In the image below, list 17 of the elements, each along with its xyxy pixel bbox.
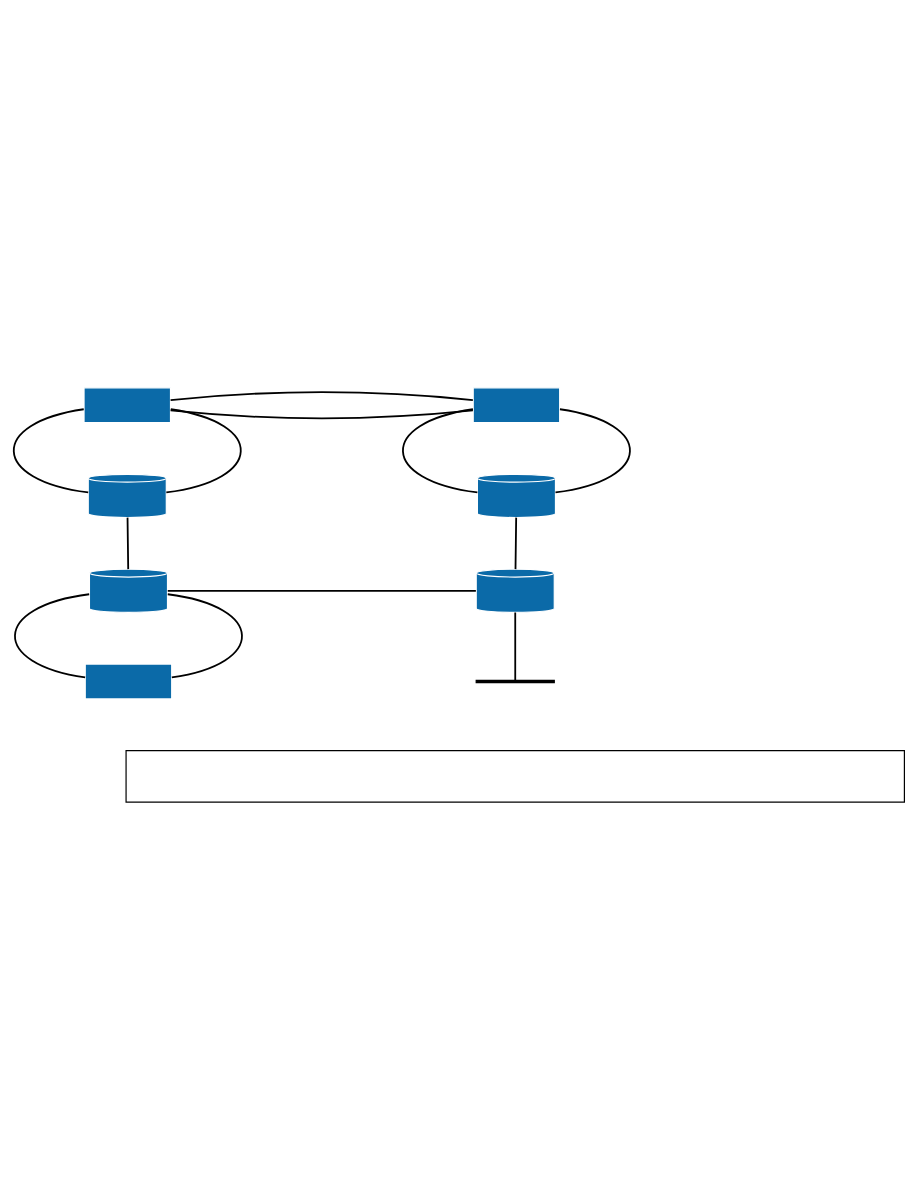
node-box (472, 387, 561, 424)
connector (14, 593, 91, 679)
connector (12, 408, 90, 494)
connector (169, 391, 474, 401)
connector (514, 516, 518, 571)
node-box (125, 749, 905, 803)
connector (554, 408, 631, 494)
node-box (83, 387, 172, 424)
connector (126, 516, 130, 571)
connector (166, 593, 243, 679)
connector (169, 409, 474, 420)
node-box (84, 663, 173, 700)
node-bar (475, 679, 555, 684)
connector (165, 408, 242, 494)
connector (514, 611, 517, 682)
connector (166, 589, 477, 592)
connector (402, 408, 479, 494)
